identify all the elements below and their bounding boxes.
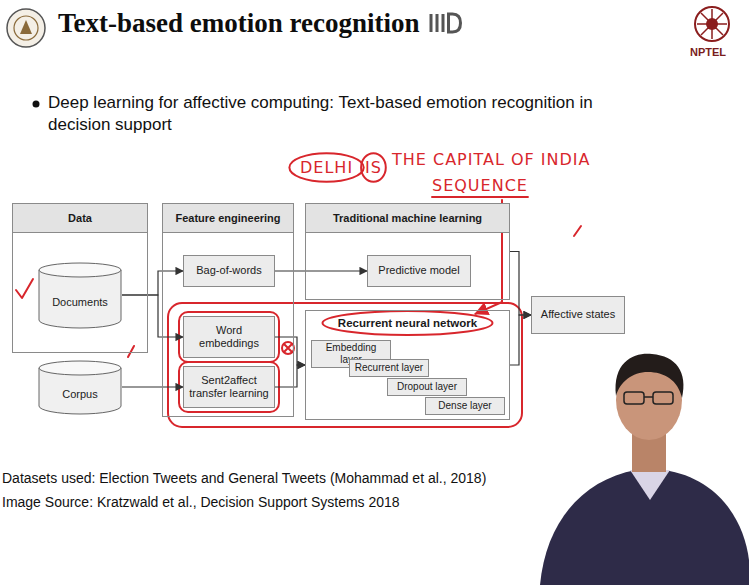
node-text: Recurrent layer <box>355 362 423 374</box>
data-column: Documents Data <box>12 203 148 353</box>
ink-cross <box>284 344 292 352</box>
layer-box: Dropout layer <box>387 378 467 396</box>
presenter-collar <box>630 470 670 500</box>
presenter-glasses <box>624 392 644 404</box>
bullet-dot <box>33 101 40 108</box>
ink-outline <box>168 303 522 427</box>
flow-arrow <box>122 386 183 387</box>
flow-arrow <box>275 337 305 365</box>
logo-text: NPTEL <box>690 46 726 59</box>
ink-note: SEQUENCE <box>432 176 528 195</box>
presenter-glasses <box>644 396 653 398</box>
logo-bar <box>430 14 433 32</box>
database-cylinder: Corpus <box>38 360 122 414</box>
cylinder-outline <box>38 262 122 328</box>
source-note: Datasets used: Election Tweets and Gener… <box>2 470 486 487</box>
presenter-shirt <box>540 470 749 585</box>
process-box: Word embeddings <box>183 316 275 358</box>
output-box: Affective states <box>531 296 625 334</box>
flow-arrow <box>510 315 531 365</box>
nptel-logo <box>695 7 729 41</box>
column-heading: Feature engineering <box>163 204 293 233</box>
ink-circle <box>361 153 386 182</box>
ink-tick <box>574 226 581 236</box>
node-text: Bag-of-words <box>196 264 261 277</box>
ink-circle <box>282 342 294 354</box>
presenter-glasses <box>653 392 673 404</box>
network-panel: Embedding layerRecurrent layerDropout la… <box>305 310 510 420</box>
column-heading: Traditional machine learning <box>306 204 509 233</box>
node-text: Documents <box>52 296 108 308</box>
presenter-hair <box>616 354 684 398</box>
flow-arrow <box>122 271 183 295</box>
node-text: Dense layer <box>438 400 491 412</box>
logo-mark <box>20 20 32 34</box>
column-heading: Recurrent neural network <box>306 311 509 329</box>
flow-arrow <box>510 252 531 316</box>
node-text: Affective states <box>541 308 615 321</box>
ink-note: THE CAPITAL OF INDIA <box>392 150 591 169</box>
process-box: Sent2affect transfer learning <box>183 366 275 408</box>
logo-d <box>449 14 461 32</box>
iiitd-logo <box>430 14 461 32</box>
ink-tick <box>128 346 134 357</box>
logo-ring <box>7 9 45 47</box>
slide-title: Text-based emotion recognition <box>58 8 420 39</box>
cylinder-outline <box>38 360 122 414</box>
feature-column: Bag-of-wordsWord embeddingsSent2affect t… <box>162 203 294 417</box>
ink-note: DELHI <box>300 158 353 177</box>
ink-note: IS <box>365 158 382 177</box>
node-text: Dropout layer <box>397 381 457 393</box>
logo-ring <box>695 7 729 41</box>
node-text: Predictive model <box>378 264 459 277</box>
institute-logo <box>7 9 45 47</box>
node-text: Word embeddings <box>188 324 270 350</box>
database-cylinder: Documents <box>38 262 122 328</box>
ink-tick <box>16 279 33 298</box>
presenter-photo <box>540 354 749 585</box>
node-text: Corpus <box>62 388 97 400</box>
logo-bar <box>436 14 439 32</box>
logo-ring <box>14 16 38 40</box>
cylinder-body <box>39 270 121 328</box>
process-box: Bag-of-words <box>183 255 275 287</box>
ink-underline <box>432 196 528 198</box>
ink-circle <box>289 153 363 182</box>
logo-spokes <box>697 9 727 39</box>
layer-box: Dense layer <box>425 397 505 415</box>
layer-box: Recurrent layer <box>349 359 429 377</box>
model-column: Predictive model Traditional machine lear… <box>305 203 510 300</box>
flow-arrow <box>275 270 367 271</box>
cylinder-top <box>39 263 121 277</box>
ink-circle <box>179 362 279 412</box>
ink-circle <box>179 312 279 362</box>
column-heading: Data <box>13 204 147 233</box>
process-box: Predictive model <box>367 255 471 287</box>
ink-marks <box>16 226 581 427</box>
node-text: Sent2affect transfer learning <box>188 374 270 400</box>
flow-arrow <box>122 295 183 337</box>
bullet-text: Deep learning for affective computing: T… <box>48 92 608 136</box>
logo-bar <box>442 14 445 32</box>
source-note: Image Source: Kratzwald et al., Decision… <box>2 494 400 511</box>
cylinder-top <box>39 361 121 375</box>
flow-arrow <box>275 365 305 387</box>
